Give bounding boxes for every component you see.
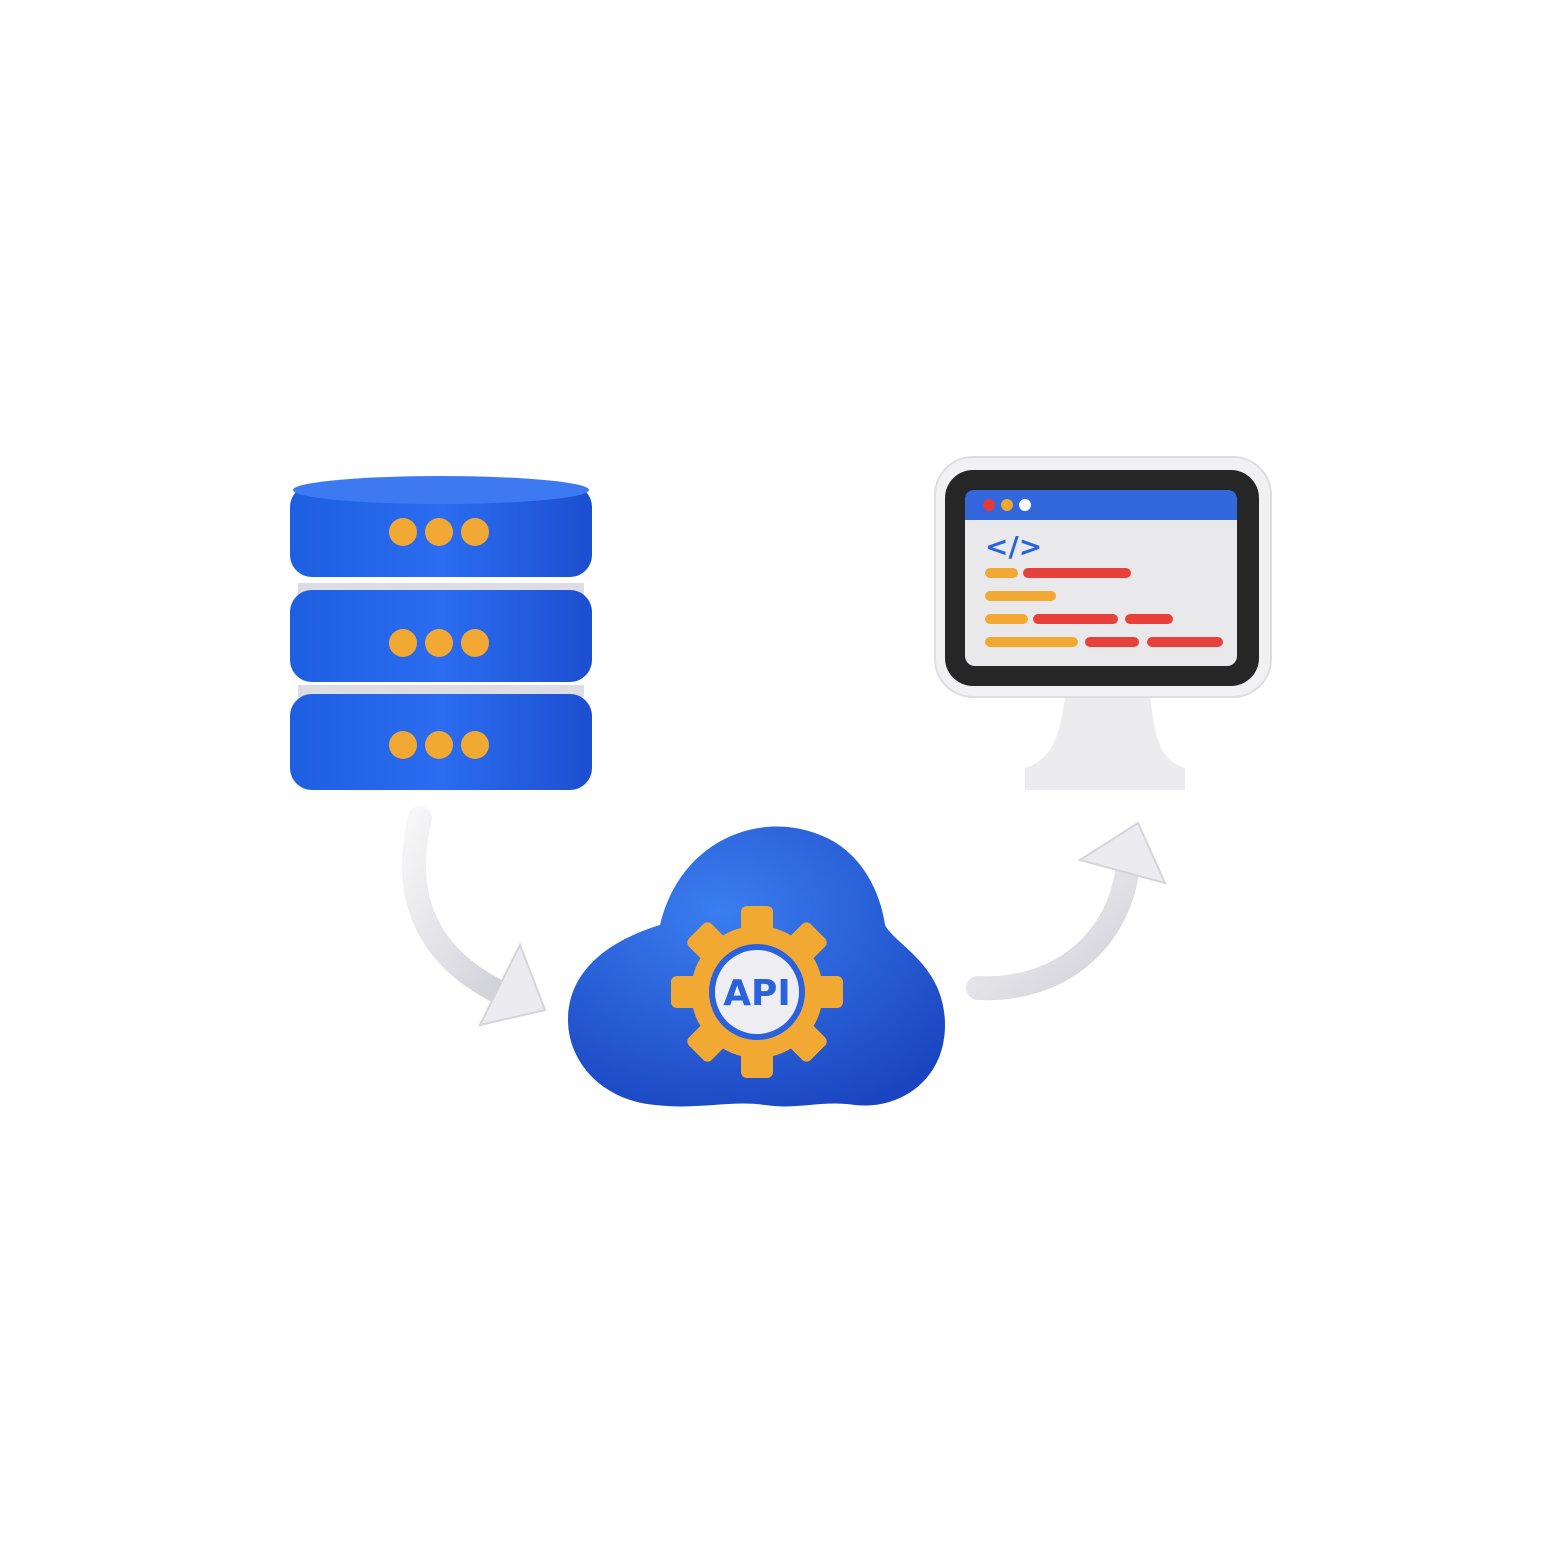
gear-icon: API	[671, 906, 843, 1078]
monitor-icon: </>	[934, 456, 1272, 790]
status-dot	[461, 629, 489, 657]
status-dot	[425, 629, 453, 657]
window-dot-minimize	[1001, 499, 1013, 511]
arrow-down-right-icon	[401, 806, 547, 1027]
status-dot	[389, 518, 417, 546]
window-dot-maximize	[1019, 499, 1031, 511]
database-disc	[290, 476, 592, 577]
status-dot	[461, 731, 489, 759]
database-disc	[290, 694, 592, 790]
code-icon: </>	[985, 530, 1042, 563]
api-label: API	[723, 973, 791, 1014]
status-dot	[425, 731, 453, 759]
code-lines	[985, 568, 1223, 647]
database-disc	[290, 590, 592, 682]
status-dot	[389, 629, 417, 657]
window-dot-close	[983, 499, 995, 511]
status-dot	[461, 518, 489, 546]
arrow-up-right-icon	[966, 821, 1167, 1001]
database-icon	[290, 476, 592, 790]
status-dot	[425, 518, 453, 546]
window-titlebar	[965, 490, 1237, 520]
status-dot	[389, 731, 417, 759]
